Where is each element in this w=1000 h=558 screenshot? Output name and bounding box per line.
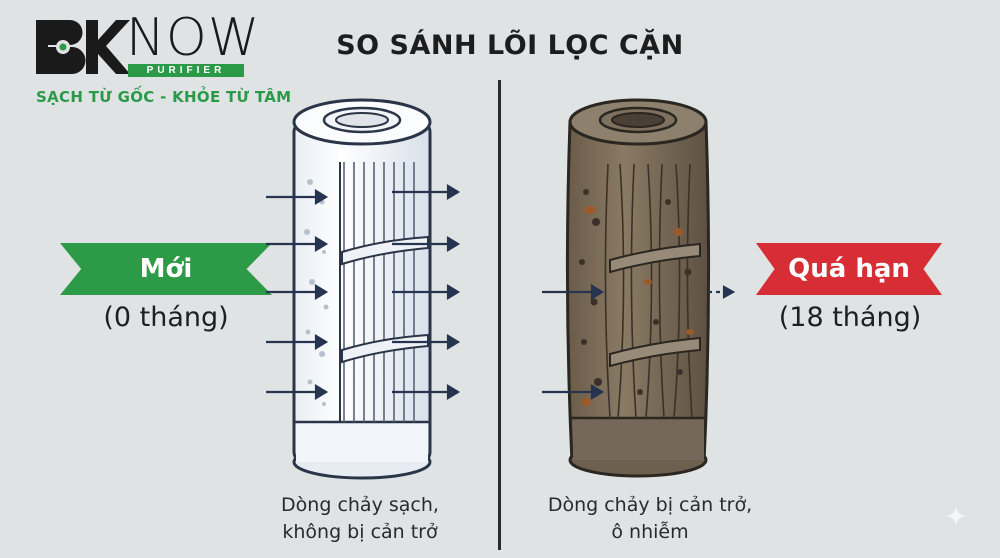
brand-slogan: SẠCH TỪ GỐC - KHỎE TỪ TÂM [36,88,292,106]
expired-age-label: (18 tháng) [778,302,922,333]
old-caption-line2: ô nhiễm [611,521,689,543]
sparkle-icon [946,506,966,526]
new-badge: Mới [60,243,272,295]
center-divider [498,80,501,550]
blocked-flow-arrow-icon [542,284,736,400]
new-filter-caption: Dòng chảy sạch, không bị cản trở [240,492,480,546]
brand-logo: NOW PURIFIER SẠCH TỪ GỐC - KHỎE TỪ TÂM [36,12,291,110]
new-caption-line1: Dòng chảy sạch, [281,494,439,516]
logo-subword: PURIFIER [128,64,244,77]
bk-logo-mark-icon [36,20,130,74]
new-caption-line2: không bị cản trở [282,521,438,543]
new-filter-cartridge [266,98,461,480]
old-filter-caption: Dòng chảy bị cản trở, ô nhiễm [500,492,800,546]
clogged-filter-cartridge [542,98,736,478]
expired-badge: Quá hạn [756,243,942,295]
logo-wordmark: NOW [126,8,261,68]
flow-arrow-icon [266,184,461,400]
new-age-label: (0 tháng) [103,302,229,333]
old-caption-line1: Dòng chảy bị cản trở, [547,494,753,516]
page-title: SO SÁNH LÕI LỌC CẶN [336,30,684,61]
